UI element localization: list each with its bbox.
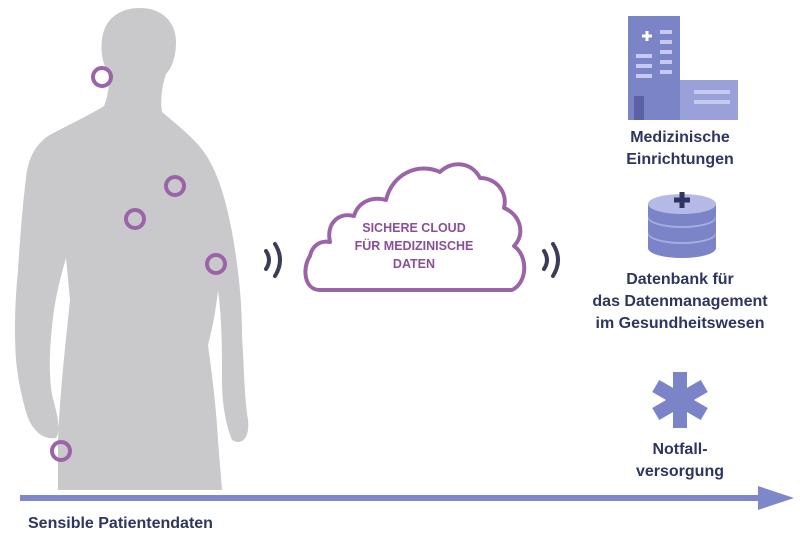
destination-label: Einrichtungen: [626, 151, 734, 168]
sensor-dot: [205, 253, 227, 275]
bottom-label: Sensible Patientendaten: [28, 515, 213, 532]
signal-waves-icon: [542, 242, 560, 278]
star-of-life-icon: [652, 372, 708, 428]
cloud-label-line: SICHERE CLOUD: [362, 221, 466, 235]
cloud-icon: [303, 162, 527, 292]
body-shape: [14, 8, 249, 490]
destination-label: Datenbank für: [626, 271, 734, 288]
signal-waves-icon: [264, 242, 282, 278]
patient-silhouette: [14, 8, 249, 490]
sensor-dot: [124, 208, 146, 230]
cloud-label-line: FÜR MEDIZINISCHE: [354, 239, 474, 253]
destination-label: das Datenmanagement: [592, 293, 768, 310]
cloud-label-line: DATEN: [392, 257, 436, 271]
sensor-dot: [164, 175, 186, 197]
destination-label: versorgung: [635, 463, 724, 480]
destination-label: Notfall-: [652, 441, 708, 458]
destination-label: im Gesundheitswesen: [595, 315, 765, 332]
hospital-building-icon: [628, 16, 738, 120]
timeline-arrow: [20, 486, 794, 510]
medical-database-icon: [648, 192, 716, 258]
destination-label: Medizinische: [630, 129, 730, 146]
sensor-dot: [91, 66, 113, 88]
sensor-dot: [50, 440, 72, 462]
